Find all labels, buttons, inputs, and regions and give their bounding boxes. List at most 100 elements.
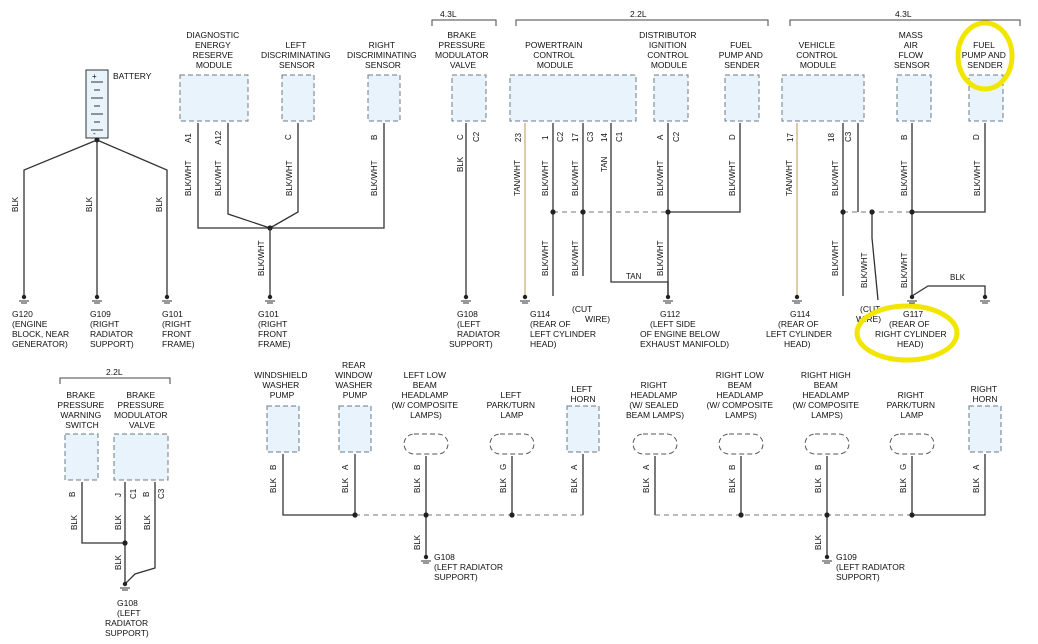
svg-text:17: 17 xyxy=(571,133,580,142)
wire-ldisc: BLK/WHT xyxy=(285,160,294,196)
wire-g101: BLK/WHT xyxy=(257,240,266,276)
ground-label-g112: G112 (LEFT SIDE OF ENGINE BELOW EXHAUST … xyxy=(640,309,729,349)
svg-text:A12: A12 xyxy=(214,130,223,145)
right-headlamp-sealed-beam: RIGHT HEADLAMP (W/ SEALED BEAM LAMPS) xyxy=(626,380,684,455)
rlb-label: RIGHT LOW BEAM HEADLAMP (W/ COMPOSITE LA… xyxy=(707,370,776,420)
ldisc-label: LEFT DISCRIMINATING SENSOR xyxy=(261,40,333,70)
svg-text:J: J xyxy=(114,493,123,497)
ground-label-g120: G120 (ENGINE BLOCK, NEAR GENERATOR) xyxy=(12,309,72,349)
svg-text:C2: C2 xyxy=(556,131,565,142)
left-park-turn-lamp: LEFT PARK/TURN LAMP xyxy=(487,390,538,455)
svg-text:A: A xyxy=(570,464,579,470)
svg-text:C: C xyxy=(284,134,293,140)
svg-text:17: 17 xyxy=(786,133,795,142)
fuel-right-label: FUEL PUMP AND SENDER xyxy=(962,40,1009,70)
windshield-washer-pump: WINDSHIELD WASHER PUMP xyxy=(254,370,308,453)
highlight-g117 xyxy=(854,303,960,363)
svg-text:C3: C3 xyxy=(844,131,853,142)
group-bracket-left-2.2l: 2.2L xyxy=(59,367,171,384)
rh-label: RIGHT HORN xyxy=(971,384,1000,404)
svg-text:C3: C3 xyxy=(586,131,595,142)
svg-text:C3: C3 xyxy=(157,488,166,499)
right-wiring: TAN/WHT BLK/WHT BLK/WHT BLK/WHT BLK/WHT … xyxy=(785,123,986,324)
svg-text:BLK: BLK xyxy=(143,514,152,530)
svg-text:C1: C1 xyxy=(129,488,138,499)
ground-symbol xyxy=(162,294,172,304)
rdisc-label: RIGHT DISCRIMINATING SENSOR xyxy=(347,40,419,70)
ground-label-g108-bl: G108 (LEFT RADIATOR SUPPORT) xyxy=(105,598,151,638)
lpk-label: LEFT PARK/TURN LAMP xyxy=(487,390,538,420)
pcm-label: POWERTRAIN CONTROL MODULE xyxy=(525,40,585,70)
wire-fuel-right: BLK/WHT xyxy=(973,160,982,196)
top-grounds: G120 (ENGINE BLOCK, NEAR GENERATOR) G109… xyxy=(12,294,990,363)
group-bracket-middle-2.2l: 2.2L xyxy=(515,9,769,26)
diagnostic-energy-reserve-module: DIAGNOSTIC ENERGY RESERVE MODULE xyxy=(179,30,249,122)
fuel-mid-label: FUEL PUMP AND SENDER xyxy=(719,40,766,70)
powertrain-control-module: POWERTRAIN CONTROL MODULE xyxy=(509,40,637,122)
svg-text:BLK: BLK xyxy=(642,477,651,493)
svg-text:B: B xyxy=(413,465,422,470)
fuel-pump-and-sender-middle: FUEL PUMP AND SENDER xyxy=(719,40,766,122)
maf-label: MASS AIR FLOW SENSOR xyxy=(894,30,930,70)
wire-a12: BLK/WHT xyxy=(214,160,223,196)
group-label-right-4.3l: 4.3L xyxy=(895,9,912,19)
bottom-row-wiring: B A B G A A B B G A BLK BLK BLK BLK BLK … xyxy=(269,454,986,582)
group-bracket-right-4.3l: 4.3L xyxy=(789,9,1021,26)
cut-wire-right: (CUT WIRE) xyxy=(856,304,883,324)
rpk-label: RIGHT PARK/TURN LAMP xyxy=(887,390,938,420)
ground-label-g117: G117 (REAR OF RIGHT CYLINDER HEAD) xyxy=(875,309,949,349)
svg-text:G: G xyxy=(899,464,908,470)
svg-text:BLK: BLK xyxy=(114,554,123,570)
svg-text:C: C xyxy=(456,134,465,140)
battery-label: BATTERY xyxy=(113,71,152,81)
wire-pcm-23: TAN/WHT xyxy=(513,160,522,196)
wire-maf: BLK/WHT xyxy=(900,160,909,196)
battery-minus: - xyxy=(93,129,96,138)
wire-blk-g109: BLK xyxy=(85,196,94,212)
wire-a1: BLK/WHT xyxy=(184,160,193,196)
brake-bottom-label: BRAKE PRESSURE MODULATOR VALVE xyxy=(114,390,170,430)
wire-pcm-17: BLK/WHT xyxy=(571,160,580,196)
svg-text:BLK: BLK xyxy=(341,477,350,493)
svg-text:BLK: BLK xyxy=(413,534,422,550)
svg-text:C2: C2 xyxy=(472,131,481,142)
llb-label: LEFT LOW BEAM HEADLAMP (W/ COMPOSITE LAM… xyxy=(392,370,461,420)
wire-cut-right: BLK/WHT xyxy=(860,252,869,288)
svg-text:A: A xyxy=(972,464,981,470)
brake-pressure-modulator-valve-top: BRAKE PRESSURE MODULATOR VALVE xyxy=(435,30,491,122)
right-park-turn-lamp: RIGHT PARK/TURN LAMP xyxy=(887,390,938,455)
wire-tan-g112: TAN xyxy=(626,272,642,281)
svg-text:BLK: BLK xyxy=(814,477,823,493)
ground-symbol xyxy=(792,294,802,304)
right-low-beam-headlamp: RIGHT LOW BEAM HEADLAMP (W/ COMPOSITE LA… xyxy=(707,370,776,455)
right-horn: RIGHT HORN xyxy=(968,384,1002,453)
svg-text:C2: C2 xyxy=(672,131,681,142)
wire-cut-mid: BLK/WHT xyxy=(571,240,580,276)
wire-blk-g117: BLK xyxy=(950,273,966,282)
distributor-ignition-control-module: DISTRIBUTOR IGNITION CONTROL MODULE xyxy=(639,30,697,122)
ground-label-g108-top: G108 (LEFT RADIATOR SUPPORT) xyxy=(449,309,503,349)
brake-top-label: BRAKE PRESSURE MODULATOR VALVE xyxy=(435,30,491,70)
svg-text:BLK: BLK xyxy=(413,477,422,493)
ground-symbol xyxy=(520,294,530,304)
ground-label-g101-a: G101 (RIGHT FRONT FRAME) xyxy=(162,309,195,349)
highlight-fuel-pump xyxy=(955,20,1015,92)
wire-g117: BLK/WHT xyxy=(900,252,909,288)
cut-wire-mid: (CUT WIRE) xyxy=(572,304,610,324)
row1-pin-labels: A1 A12 C B C C2 23 1 C2 17 C3 14 C1 A C2… xyxy=(184,130,981,145)
left-horn: LEFT HORN xyxy=(566,384,600,453)
svg-text:BLK: BLK xyxy=(899,477,908,493)
svg-text:23: 23 xyxy=(514,133,523,142)
brake-top-wiring: BLK xyxy=(456,123,467,296)
battery-ground-wires: BLK BLK BLK xyxy=(11,137,168,296)
wire-g114-mid: BLK/WHT xyxy=(541,240,550,276)
wire-blk-g101: BLK xyxy=(155,196,164,212)
wire-blk-g120: BLK xyxy=(11,196,20,212)
svg-text:BLK: BLK xyxy=(728,477,737,493)
svg-text:BLK: BLK xyxy=(269,477,278,493)
rear-window-washer-pump: REAR WINDOW WASHER PUMP xyxy=(335,360,372,453)
ground-symbol xyxy=(980,294,990,304)
brake-pressure-modulator-valve-bottom: BRAKE PRESSURE MODULATOR VALVE xyxy=(113,390,170,481)
brake-warn-label: BRAKE PRESSURE WARNING SWITCH xyxy=(57,390,106,430)
group-label-middle-2.2l: 2.2L xyxy=(630,9,647,19)
